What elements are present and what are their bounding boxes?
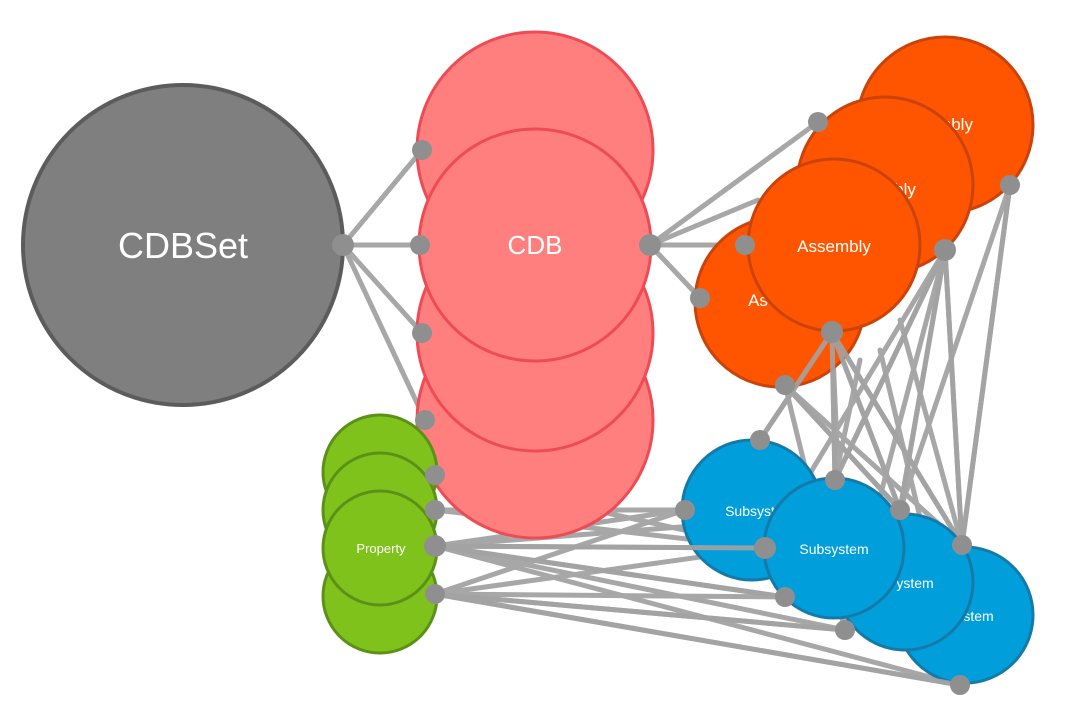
connector-dot[interactable] bbox=[690, 288, 710, 308]
subsystem-label: Subsystem bbox=[799, 541, 868, 557]
connector-dot[interactable] bbox=[735, 235, 755, 255]
subsystem-label-back-1: Subsyst bbox=[725, 503, 775, 519]
connector-dot[interactable] bbox=[775, 375, 795, 395]
connector-dot[interactable] bbox=[952, 535, 972, 555]
connector-lines-property bbox=[432, 543, 963, 688]
cdb-node-group: CDB bbox=[415, 30, 655, 540]
connector-dot[interactable] bbox=[424, 535, 446, 557]
connector-dot[interactable] bbox=[639, 234, 661, 256]
connector-dot[interactable] bbox=[835, 620, 855, 640]
connector-dot[interactable] bbox=[332, 234, 354, 256]
property-label: Property bbox=[356, 541, 406, 556]
cdbset-node-group: CDBSet bbox=[21, 83, 345, 407]
connector-dot[interactable] bbox=[750, 430, 770, 450]
connector-dot[interactable] bbox=[425, 584, 445, 604]
connector-dot[interactable] bbox=[825, 470, 845, 490]
connector-dot[interactable] bbox=[775, 587, 795, 607]
property-node-group: Property bbox=[321, 413, 439, 655]
connector-dot[interactable] bbox=[412, 323, 432, 343]
subsystem-label-back-2: ystem bbox=[896, 575, 933, 591]
assembly-label: Assembly bbox=[797, 237, 871, 256]
cdb-label: CDB bbox=[508, 230, 563, 260]
connector-dot[interactable] bbox=[415, 410, 435, 430]
connector-dot[interactable] bbox=[410, 235, 430, 255]
connector-dot[interactable] bbox=[934, 239, 956, 261]
connector-dot[interactable] bbox=[950, 675, 970, 695]
subsystem-node-group: ystem ystem Subsyst Subsystem bbox=[680, 438, 1035, 685]
connector-dot[interactable] bbox=[754, 537, 776, 559]
connector-dot[interactable] bbox=[821, 321, 843, 343]
connector-dot[interactable] bbox=[675, 500, 695, 520]
connector-dot[interactable] bbox=[425, 500, 445, 520]
connector-dot[interactable] bbox=[1000, 175, 1020, 195]
cdbset-label: CDBSet bbox=[118, 225, 248, 266]
connector-dots bbox=[332, 112, 1020, 695]
connector-dot[interactable] bbox=[425, 465, 445, 485]
connector-lines-front bbox=[757, 182, 1013, 548]
connector-dot[interactable] bbox=[890, 500, 910, 520]
connector-dot[interactable] bbox=[412, 140, 432, 160]
connector-dot[interactable] bbox=[808, 112, 828, 132]
assembly-node-group: mbly bly As Assembly bbox=[693, 35, 1035, 389]
